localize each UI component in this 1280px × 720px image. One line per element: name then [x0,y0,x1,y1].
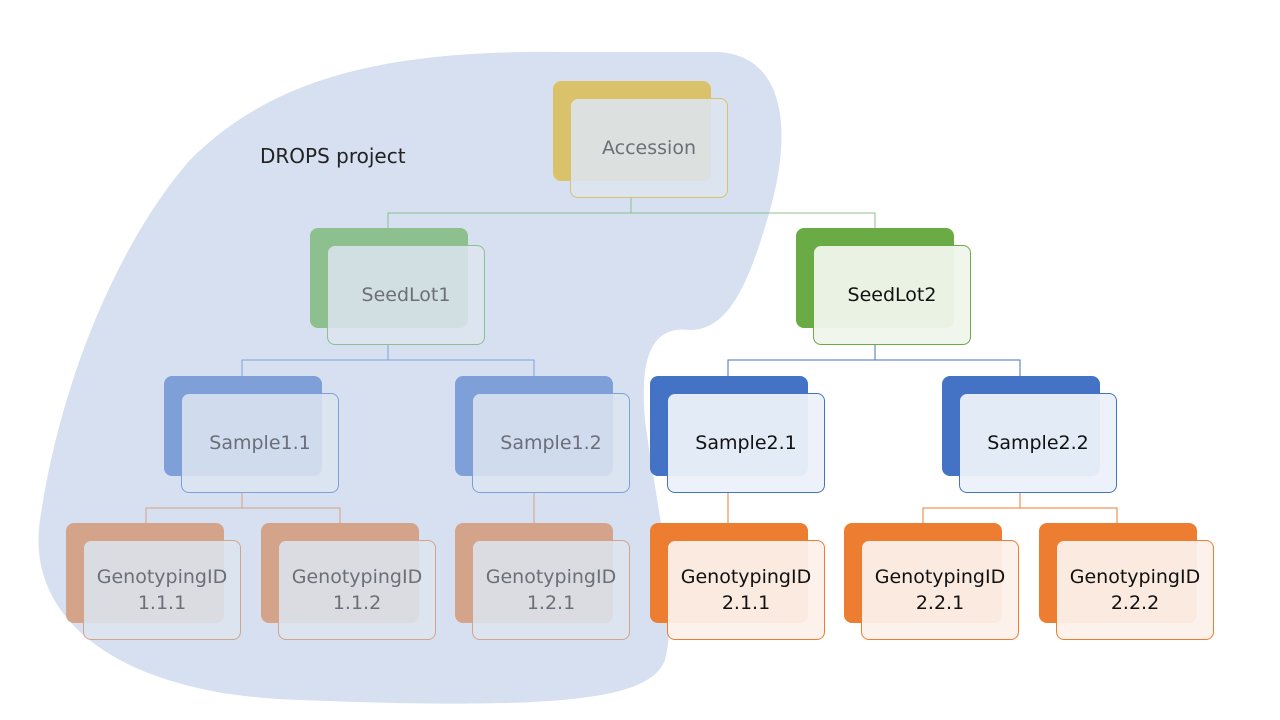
node-geno111-front: GenotypingID 1.1.1 [83,540,241,640]
node-sample22-label: Sample2.2 [987,432,1089,454]
node-sample11-label: Sample1.1 [209,432,311,454]
node-seedlot2-label: SeedLot2 [847,284,937,306]
node-geno211-front: GenotypingID 2.1.1 [667,540,825,640]
node-accession-label: Accession [602,137,696,159]
node-seedlot2-front: SeedLot2 [813,245,971,345]
node-geno222-front: GenotypingID 2.2.2 [1056,540,1214,640]
node-geno211-label: GenotypingID 2.1.1 [680,566,812,614]
node-accession-front: Accession [570,98,728,198]
connectors [145,198,1118,523]
drops-project-label: DROPS project [260,144,406,168]
node-geno222-label: GenotypingID 2.2.2 [1069,566,1201,614]
node-seedlot1-front: SeedLot1 [327,245,485,345]
node-geno221-front: GenotypingID 2.2.1 [861,540,1019,640]
node-geno121-front: GenotypingID 1.2.1 [472,540,630,640]
node-geno112-label: GenotypingID 1.1.2 [291,566,423,614]
node-sample12-front: Sample1.2 [472,393,630,493]
node-sample21-label: Sample2.1 [695,432,797,454]
connector-accession-seedlots [387,198,876,228]
node-sample22-front: Sample2.2 [959,393,1117,493]
node-seedlot1-label: SeedLot1 [361,284,451,306]
node-geno121-label: GenotypingID 1.2.1 [485,566,617,614]
node-sample11-front: Sample1.1 [181,393,339,493]
connector-seedlot1-samples [241,345,535,376]
node-sample21-front: Sample2.1 [667,393,825,493]
connector-seedlot2-samples [727,345,1021,376]
node-geno112-front: GenotypingID 1.1.2 [278,540,436,640]
node-geno111-label: GenotypingID 1.1.1 [96,566,228,614]
node-sample12-label: Sample1.2 [500,432,602,454]
connector-sample22-genos [922,493,1118,523]
connector-sample11-genos [145,493,341,523]
node-geno221-label: GenotypingID 2.2.1 [874,566,1006,614]
